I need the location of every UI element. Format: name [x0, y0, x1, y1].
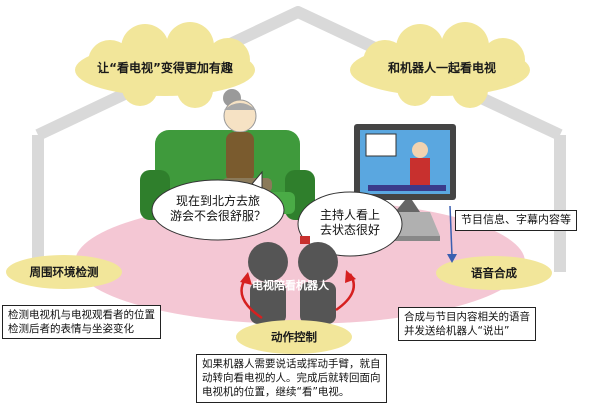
feature-motion-line-3: 电视机的位置，继续“看”电视。 — [202, 386, 350, 399]
feature-motion-line-1: 如果机器人需要说话或挥动手臂，就自 — [202, 358, 381, 370]
info-arrowhead — [447, 254, 457, 263]
feature-motion-title: 动作控制 — [271, 330, 317, 344]
bubble-grandma: 现在到北方去旅 游会不会很舒服？ — [158, 194, 278, 224]
rotation-arrowhead-right — [345, 270, 356, 283]
bubble-robot-line-1: 主持人看上 — [319, 208, 380, 222]
program-info-box: 节目信息、字幕内容等 — [455, 210, 577, 231]
bubble-grandma-line-2: 游会不会很舒服？ — [169, 209, 266, 223]
feature-speech-title: 语音合成 — [471, 266, 517, 280]
feature-motion-box: 如果机器人需要说话或挥动手臂，就自 动转向看电视的人。完成后就转回面向 电视机的… — [196, 354, 387, 403]
feature-motion-line-2: 动转向看电视的人。完成后就转回面向 — [202, 372, 381, 385]
bubble-grandma-shape — [151, 170, 285, 241]
tv-illustration — [354, 124, 456, 212]
center-robot-label: 电视陪看机器人 — [252, 279, 329, 292]
feature-surround-box: 检测电视机与电视观看者的位置 检测后者的表情与坐姿变化 — [2, 305, 161, 340]
feature-surround-title: 周围环境检测 — [29, 265, 99, 279]
oval-speech — [436, 256, 552, 290]
rotation-arrowhead-left — [240, 272, 252, 285]
cloud-left-shape — [75, 22, 255, 108]
feature-surround-line-2: 检测后者的表情与坐姿变化 — [8, 323, 134, 336]
oval-surround — [6, 255, 122, 289]
cloud-right-shape — [350, 22, 530, 108]
robot-right-figure — [298, 236, 338, 324]
cloud-title-left: 让“看电视”变得更加有趣 — [97, 61, 233, 75]
feature-surround-line-1: 检测电视机与电视观看者的位置 — [8, 309, 155, 321]
feature-speech-line-1: 合成与节目内容相关的语音 — [404, 311, 530, 323]
info-arrow-line — [449, 205, 453, 257]
oval-motion — [236, 320, 352, 354]
bubble-robot-line-2: 去状态很好 — [319, 223, 380, 237]
feature-speech-box: 合成与节目内容相关的语音 并发送给机器人“说出” — [398, 307, 536, 342]
bubble-grandma-line-1: 现在到北方去旅 — [175, 194, 260, 208]
robot-left-figure — [248, 242, 288, 324]
bubble-robot-shape — [297, 191, 403, 257]
feature-speech-line-2: 并发送给机器人“说出” — [404, 325, 510, 338]
bubble-robot: 主持人看上 去状态很好 — [306, 208, 394, 238]
cloud-title-right: 和机器人一起看电视 — [387, 61, 496, 75]
